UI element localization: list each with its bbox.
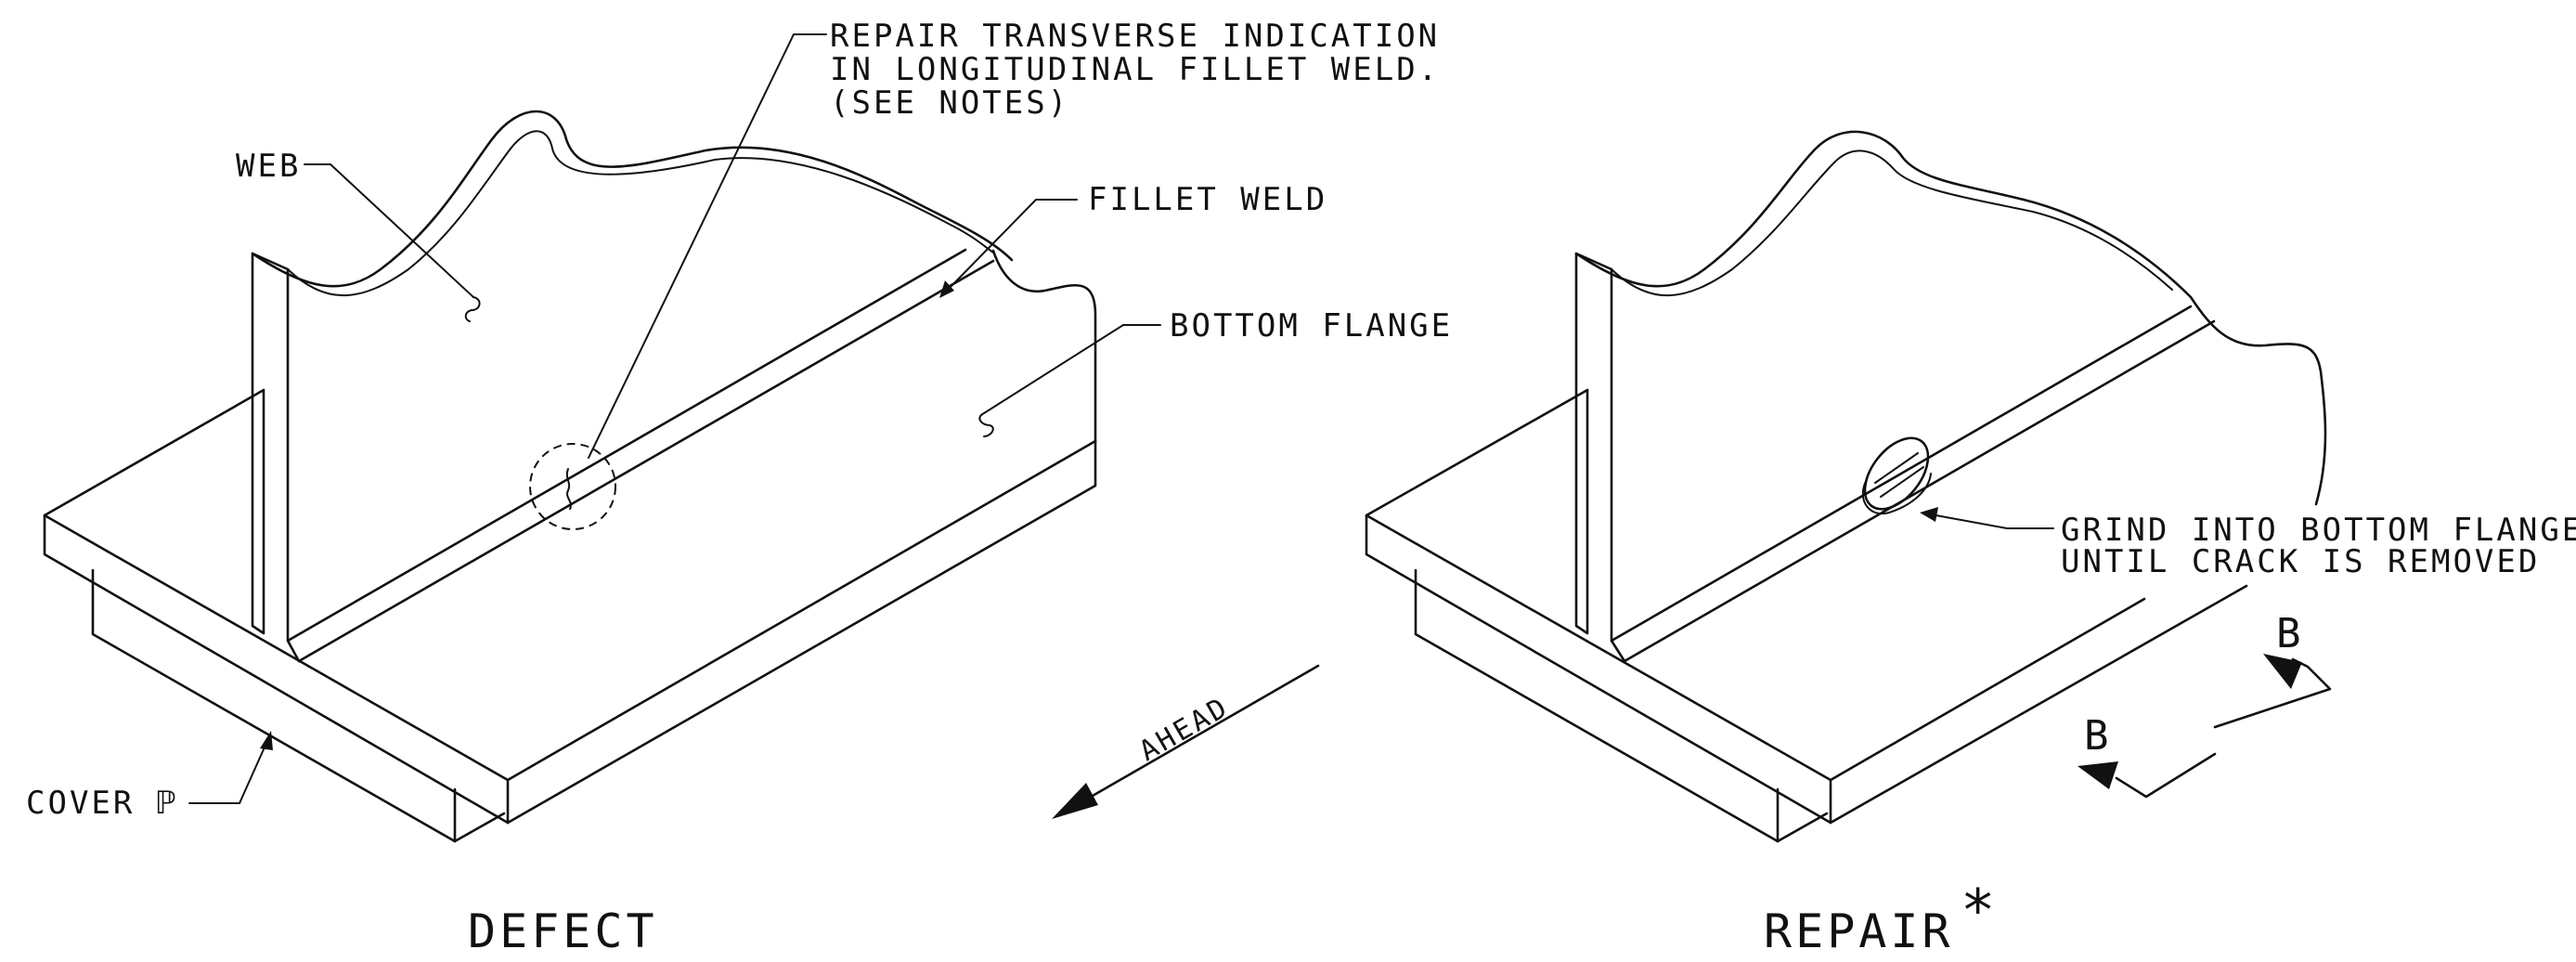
web-symbol <box>464 296 481 322</box>
cover-plate-label: COVER ℙ <box>26 785 178 822</box>
fillet-weld-leader <box>946 199 1078 292</box>
repair-web <box>1574 130 2327 663</box>
section-arrow-left <box>2078 761 2118 789</box>
repair-title-mark: * <box>1961 877 1995 944</box>
repair-note-leader <box>588 33 827 459</box>
defect-title: DEFECT <box>468 904 658 958</box>
repair-note-line3: (SEE NOTES) <box>830 84 1069 122</box>
grind-note-arrowhead <box>1920 507 1938 522</box>
bottom-flange-symbol <box>978 412 994 437</box>
repair-note-line1: REPAIR TRANSVERSE INDICATION <box>830 18 1440 55</box>
section-mark-right: B <box>2276 610 2301 657</box>
repair-bottom-flange <box>1365 388 2248 825</box>
web-label: WEB <box>236 148 301 185</box>
bottom-flange-leader <box>983 324 1161 414</box>
ahead-label: AHEAD <box>1134 691 1236 768</box>
grind-note-leader <box>1930 514 2054 529</box>
section-mark-left: B <box>2084 712 2109 760</box>
web-leader <box>304 163 474 298</box>
ahead-arrow <box>1052 664 1320 819</box>
fillet-weld-label: FILLET WELD <box>1088 181 1327 218</box>
repair-note-line2: IN LONGITUDINAL FILLET WELD. <box>830 51 1440 88</box>
cover-plate-leader <box>188 740 268 804</box>
grind-note-line1: GRIND INTO BOTTOM FLANGE <box>2061 512 2576 549</box>
repair-title: REPAIR <box>1764 904 1954 958</box>
grind-out-repair <box>1861 436 1932 515</box>
defect-web <box>251 110 1097 663</box>
cover-plate-arrowhead <box>260 731 273 750</box>
grind-note-line2: UNTIL CRACK IS REMOVED <box>2061 543 2540 580</box>
defect-bottom-flange <box>43 388 1097 825</box>
defect-labels: REPAIR TRANSVERSE INDICATION IN LONGITUD… <box>26 18 1453 958</box>
repair-view <box>1365 130 2332 843</box>
bottom-flange-label: BOTTOM FLANGE <box>1170 307 1453 344</box>
defect-indication <box>529 443 616 530</box>
defect-fillet-weld <box>286 248 995 663</box>
fillet-weld-arrowhead <box>939 280 954 298</box>
defect-view <box>43 33 1320 843</box>
section-cut-b-b <box>2078 654 2332 799</box>
repair-fillet-weld <box>1610 305 2216 663</box>
section-arrow-right <box>2263 654 2302 689</box>
repair-cover-plate <box>1414 568 1829 843</box>
defect-cover-plate <box>91 568 506 843</box>
repair-labels: GRIND INTO BOTTOM FLANGE UNTIL CRACK IS … <box>1764 512 2576 958</box>
